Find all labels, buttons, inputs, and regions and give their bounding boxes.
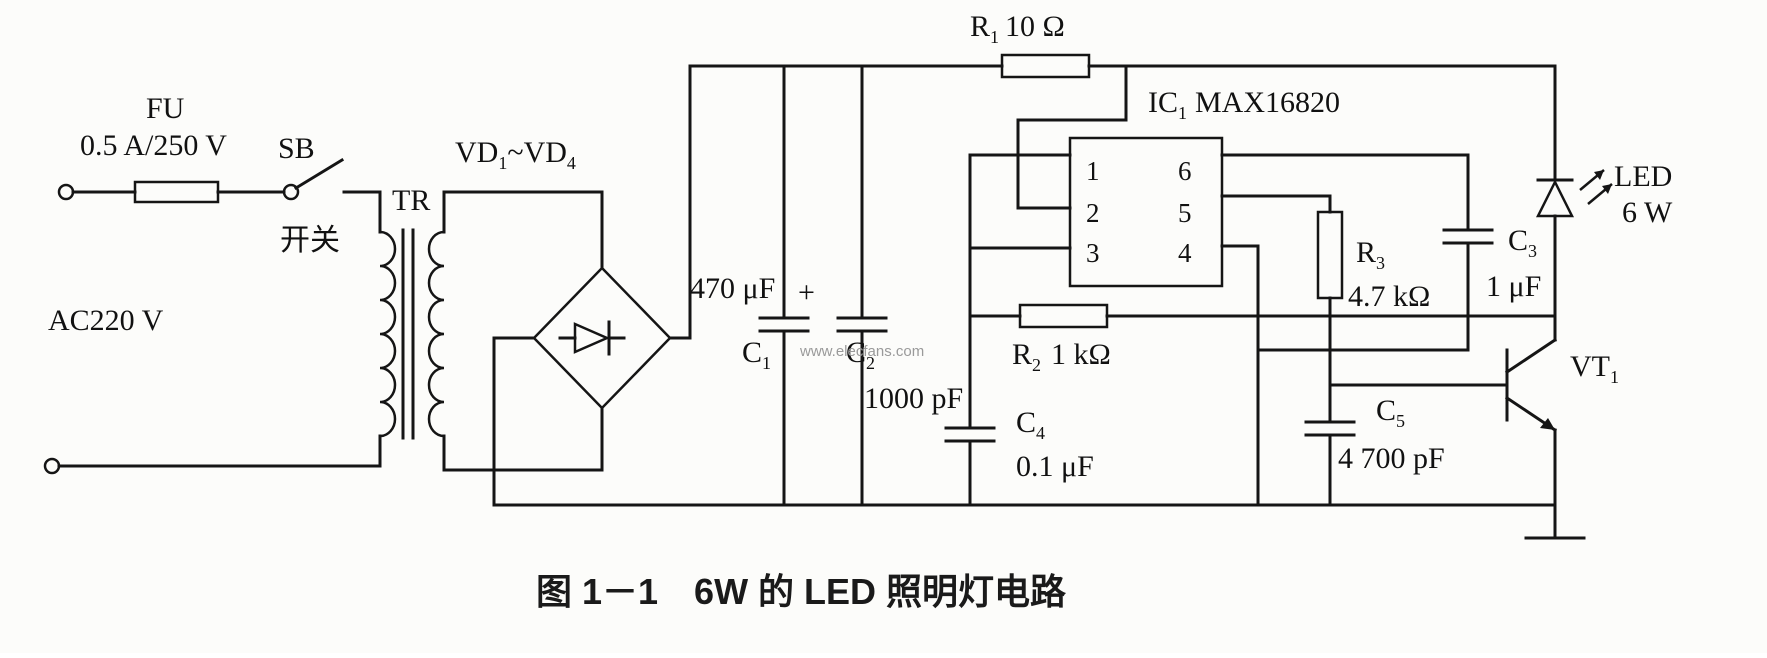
figure-caption: 图 1－1 6W 的 LED 照明灯电路 [536,571,1067,612]
c5-value-label: 4 700 pF [1338,442,1445,475]
ic1-chip [968,136,1470,507]
fuse-rating-label: 0.5 A/250 V [80,129,227,162]
c3-name-label: C3 [1508,224,1537,261]
capacitor-c1 [758,64,810,507]
c1-plus-sign: + [798,276,815,309]
ac-source-label: AC220 V [48,304,164,337]
c4-value-label: 0.1 μF [1016,450,1094,483]
c1-name-label: C1 [742,336,771,373]
resistor-r1 [1000,53,1557,210]
c5-name-label: C5 [1376,394,1405,431]
resistor-r3 [1316,194,1344,424]
capacitor-c4 [944,153,996,507]
c2-value-label: 1000 pF [864,382,963,415]
ic-pin-4: 4 [1178,238,1192,268]
bridge-rectifier [442,64,692,507]
ic-pin-6: 6 [1178,156,1192,186]
led-power-label: 6 W [1622,196,1673,229]
r3-value-label: 4.7 kΩ [1348,280,1430,313]
transistor-vt1 [1504,314,1586,540]
ic-pin-5: 5 [1178,198,1192,228]
c2-name-label: C2 [846,336,875,373]
c3-value-label: 1 μF [1486,270,1541,303]
transformer-label: TR [392,184,430,217]
capacitor-c2 [836,64,888,507]
bridge-label: VD1~VD4 [455,136,576,173]
capacitor-c5 [1304,383,1509,507]
r3-name-label: R3 [1356,236,1385,273]
ic-pin-3: 3 [1086,238,1100,268]
capacitor-c3 [1256,153,1494,352]
vt1-label: VT1 [1570,350,1619,387]
c1-value-label: 470 μF [690,272,775,305]
led-diode [1535,64,1613,318]
ic-pin-2: 2 [1086,198,1100,228]
c4-name-label: C4 [1016,406,1045,443]
ic-pin-1: 1 [1086,156,1100,186]
switch-name-label: SB [278,132,315,165]
fuse-fu [71,180,286,204]
switch-text-label: 开关 [280,223,340,258]
led-name-label: LED [1614,160,1672,193]
fuse-name-label: FU [146,92,185,125]
watermark-text: www.elecfans.com [799,343,924,360]
switch-sb [293,157,382,234]
transformer-tr [379,190,604,472]
